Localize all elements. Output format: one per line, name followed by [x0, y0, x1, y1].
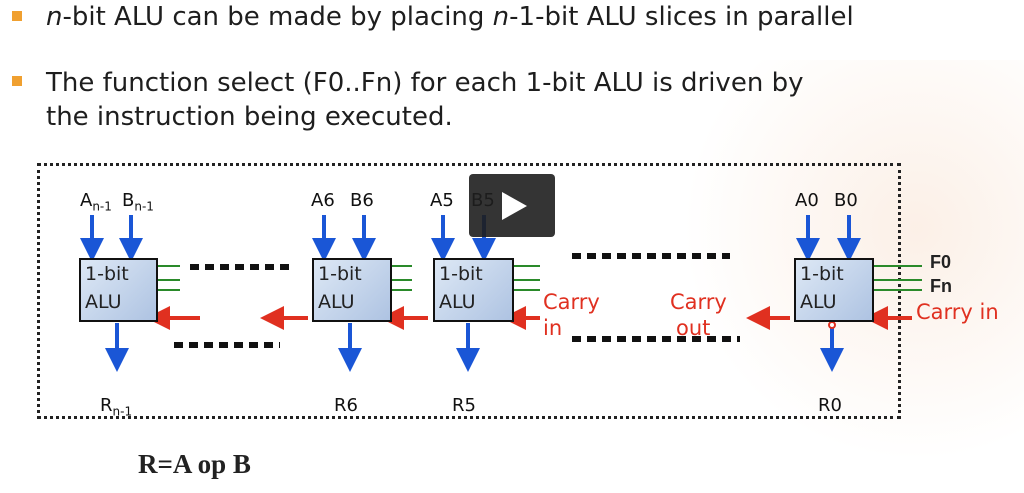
carry-in-label-2: in — [543, 316, 563, 340]
output-label: Rn-1 — [100, 395, 133, 419]
input-label-b: Bn-1 — [122, 190, 154, 214]
fn-label: Fn — [930, 276, 952, 296]
input-label-a: A0 — [795, 190, 819, 211]
bullet-marker — [12, 11, 22, 21]
input-label-a: An-1 — [80, 190, 112, 214]
output-label: R6 — [334, 395, 358, 416]
output-label: R5 — [452, 395, 476, 416]
input-label-a: A6 — [311, 190, 335, 211]
bullet-2-line-1: The function select (F0..Fn) for each 1-… — [46, 68, 804, 98]
bullet-marker — [12, 76, 22, 86]
bullet-1-text: n-bit ALU can be made by placing n-1-bit… — [46, 2, 854, 32]
input-label-b: B6 — [350, 190, 374, 211]
carry-in-label: Carry — [543, 290, 600, 314]
formula-text: R=A op B — [138, 449, 251, 479]
input-label-b: B0 — [834, 190, 858, 211]
bullet-2-line-2: the instruction being executed. — [46, 102, 453, 132]
carry-in-right-label: Carry in — [916, 300, 999, 324]
output-label: R0 — [818, 395, 842, 416]
play-button[interactable] — [469, 174, 555, 237]
input-label-a: A5 — [430, 190, 454, 211]
carry-out-label-2: out — [676, 316, 711, 340]
carry-out-label: Carry — [670, 290, 727, 314]
play-icon — [502, 192, 527, 220]
f0-label: F0 — [930, 252, 952, 272]
